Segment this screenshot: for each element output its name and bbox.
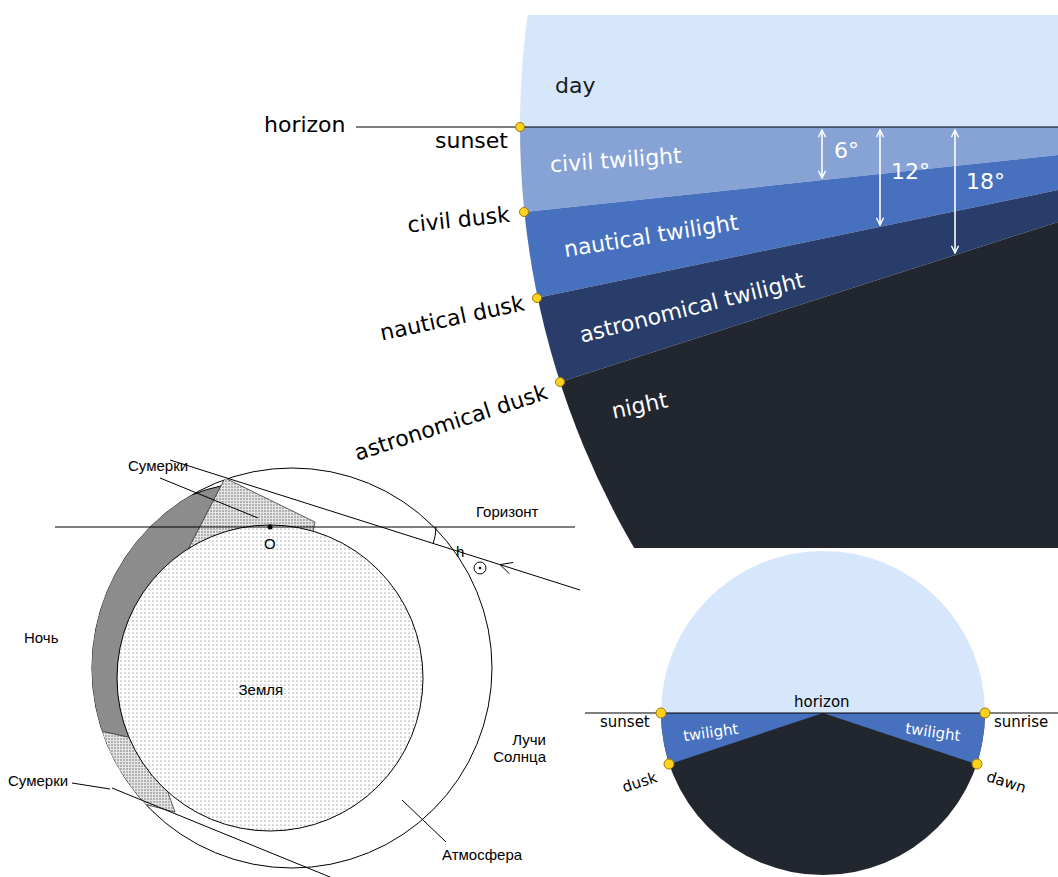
event-label: civil dusk: [404, 200, 515, 239]
day-half: [661, 551, 985, 713]
twilight-wedge: [523, 713, 823, 813]
leader-line: [160, 478, 258, 518]
sun-ray: [170, 460, 580, 590]
atmosphere-label: Атмосфера: [440, 845, 527, 864]
angle-label: 12°: [889, 158, 934, 185]
day-band: [0, 15, 1058, 127]
sun-symbol: [479, 567, 482, 570]
angle-label: 6°: [832, 137, 863, 164]
event-label: dusk: [618, 767, 664, 798]
ray-arrowhead: [500, 563, 513, 574]
observer-label: O: [262, 534, 280, 553]
event-label: sunset: [433, 127, 512, 154]
event-label: sunset: [598, 713, 654, 732]
node-text: Земля: [239, 681, 286, 698]
earth-label: Земля: [237, 680, 288, 699]
sky-dome: [523, 551, 1058, 875]
band-label: day: [553, 72, 600, 99]
angle-label: 18°: [964, 168, 1009, 195]
night-half: [661, 713, 985, 875]
angle-label: h: [454, 542, 469, 561]
event-label: astronomical dusk: [349, 377, 555, 467]
event-dots: [656, 708, 990, 769]
horizon-label: horizon: [262, 111, 350, 138]
angle-arc: [433, 527, 436, 544]
twilight-label: Сумерки: [126, 456, 193, 475]
horizon-line: [356, 126, 520, 127]
horizon-line: [500, 126, 1058, 127]
leader-line: [72, 783, 110, 789]
night-band: [0, 222, 1058, 548]
earth-circle: [117, 525, 423, 831]
event-label: nautical dusk: [376, 289, 531, 348]
angle-arrow: [821, 130, 823, 178]
node-text: day: [555, 73, 598, 98]
twilight-wedge: [823, 713, 1058, 813]
sun-symbol: [474, 562, 486, 574]
angle-arrow: [954, 130, 956, 253]
leader-line: [402, 800, 446, 842]
event-label: dawn: [982, 767, 1033, 800]
band-group: [0, 15, 1058, 548]
night-crescent: [80, 482, 436, 838]
twilight-label: Сумерки: [6, 771, 73, 790]
horizon-label: horizon: [792, 693, 854, 712]
observer-point: [268, 525, 273, 530]
sun-ray: [112, 788, 330, 877]
event-label: sunrise: [992, 713, 1053, 732]
night-label: Ночь: [22, 628, 63, 647]
angle-arrow: [879, 130, 881, 225]
earth-figure: [55, 460, 580, 877]
horizon-label: Горизонт: [474, 502, 543, 521]
rays-label: Лучи Солнца: [472, 730, 548, 767]
horizon-line: [55, 527, 575, 528]
